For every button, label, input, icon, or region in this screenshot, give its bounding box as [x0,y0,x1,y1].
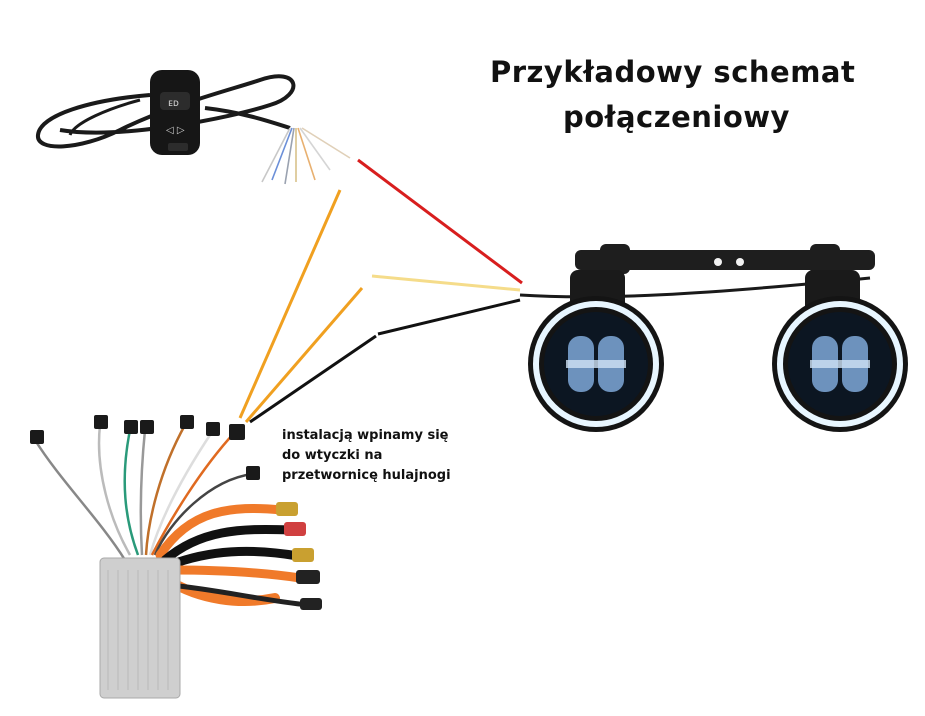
handlebar-switch: ᴇᴅ ◁ ▷ [38,70,293,155]
scooter-controller [30,415,322,698]
diagram-title-line-1: Przykładowy schemat [490,55,855,89]
left-lamp [528,296,664,432]
led-lamps [520,244,908,432]
orange-wire-lower [246,288,362,422]
svg-text:◁ ▷: ◁ ▷ [166,125,185,136]
installation-note-line-2: do wtyczki na [282,448,382,463]
installation-note-line-3: przetwornicę hulajnogi [282,468,451,483]
diagram-title-line-2: połączeniowy [563,100,790,134]
installation-note-line-1: instalacją wpinamy się [282,428,448,443]
svg-text:ᴇᴅ: ᴇᴅ [168,98,179,109]
black-wire [378,300,520,334]
red-wire [358,160,522,283]
yellow-wire [372,276,520,290]
switch-wire-bundle [262,128,350,184]
orange-wire-upper [240,190,340,418]
right-lamp [772,296,908,432]
connection-wires [240,160,522,422]
